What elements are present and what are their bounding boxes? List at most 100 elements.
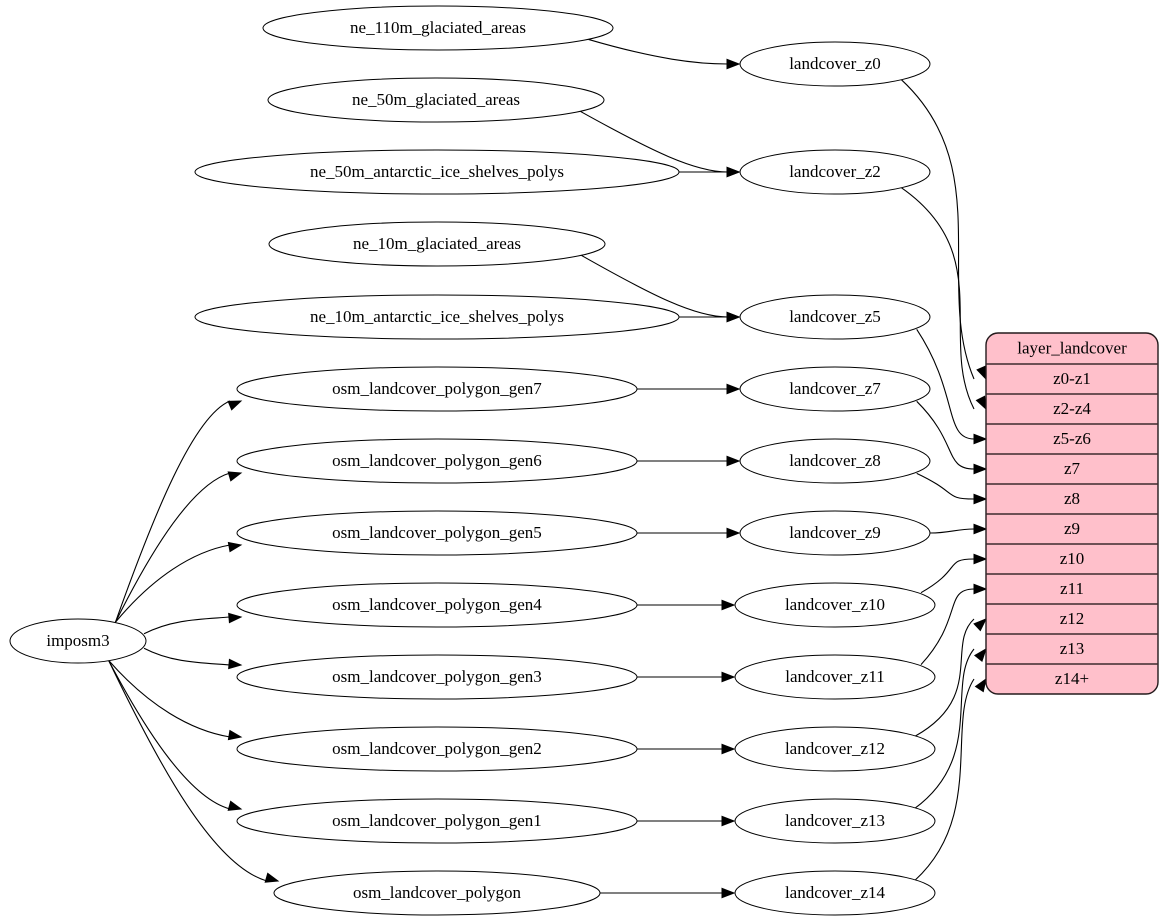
arrowhead-ne_110m_glaciated_areas-to-landcover_z0 <box>726 58 741 70</box>
arrowhead-imposm3-to-osm_landcover_polygon_gen3 <box>228 658 243 670</box>
node-landcover_z5-label: landcover_z5 <box>789 307 881 326</box>
node-ne_50m_antarctic_ice_shelves_polys[interactable]: ne_50m_antarctic_ice_shelves_polys <box>194 149 680 195</box>
node-osm_landcover_polygon_gen3-shape <box>236 654 638 700</box>
edge-landcover_z2-to-table-z2-z4 <box>901 187 975 410</box>
arrowhead-landcover_z8-to-table-z8 <box>973 493 988 505</box>
edge-landcover_z7-to-table-z7 <box>916 400 975 470</box>
node-osm_landcover_polygon_gen5-label: osm_landcover_polygon_gen5 <box>332 523 542 542</box>
table-row-label: z9 <box>1064 519 1080 538</box>
node-landcover_z11-label: landcover_z11 <box>785 667 884 686</box>
node-landcover_z11[interactable]: landcover_z11 <box>734 654 936 700</box>
edge-landcover_z5-to-table-z5-z6 <box>916 329 975 440</box>
edge-landcover_z8-to-table-z8 <box>916 472 975 500</box>
node-osm_landcover_polygon_gen7[interactable]: osm_landcover_polygon_gen7 <box>236 366 638 412</box>
node-ne_10m_antarctic_ice_shelves_polys[interactable]: ne_10m_antarctic_ice_shelves_polys <box>194 294 680 340</box>
node-ne_50m_antarctic_ice_shelves_polys-shape <box>194 149 680 195</box>
node-landcover_z5-shape <box>739 294 931 340</box>
edge-landcover_z14-to-table-z14+ <box>914 678 975 881</box>
arrowhead-landcover_z14-to-table-z14+ <box>974 677 987 693</box>
node-landcover_z9-shape <box>739 510 931 556</box>
node-osm_landcover_polygon_gen6-label: osm_landcover_polygon_gen6 <box>332 451 542 470</box>
node-ne_110m_glaciated_areas-shape <box>262 5 614 51</box>
nodes-layer: imposm3 ne_110m_glaciated_areas ne_50m_gla… <box>9 5 936 916</box>
node-landcover_z0-shape <box>739 41 931 87</box>
edge-landcover_z10-to-table-z10 <box>920 558 975 594</box>
node-ne_50m_glaciated_areas[interactable]: ne_50m_glaciated_areas <box>267 77 605 123</box>
edge-landcover_z12-to-table-z12 <box>914 618 975 737</box>
node-landcover_z2-label: landcover_z2 <box>789 162 881 181</box>
edge-imposm3-to-osm_landcover_polygon_gen6 <box>114 472 231 623</box>
arrowhead-imposm3-to-osm_landcover_polygon_gen5 <box>227 541 243 553</box>
node-osm_landcover_polygon_gen4[interactable]: osm_landcover_polygon_gen4 <box>236 582 638 628</box>
table-row-label: z14+ <box>1055 669 1089 688</box>
table-row-label: z12 <box>1060 609 1085 628</box>
node-landcover_z8-label: landcover_z8 <box>789 451 881 470</box>
node-ne_110m_glaciated_areas[interactable]: ne_110m_glaciated_areas <box>262 5 614 51</box>
node-osm_landcover_polygon_gen7-shape <box>236 366 638 412</box>
edge-landcover_z11-to-table-z11 <box>920 588 975 666</box>
node-osm_landcover_polygon_gen2[interactable]: osm_landcover_polygon_gen2 <box>236 726 638 772</box>
edge-landcover_z0-to-table-z0-z1 <box>901 79 975 380</box>
node-landcover_z8[interactable]: landcover_z8 <box>739 438 931 484</box>
table-row-label: z7 <box>1064 459 1081 478</box>
node-landcover_z7-label: landcover_z7 <box>789 379 881 398</box>
node-landcover_z2[interactable]: landcover_z2 <box>739 149 931 195</box>
node-osm_landcover_polygon_gen1[interactable]: osm_landcover_polygon_gen1 <box>236 798 638 844</box>
arrowhead-osm_landcover_polygon_gen7-to-landcover_z7 <box>726 383 741 395</box>
table-row-label: z2-z4 <box>1053 399 1091 418</box>
node-landcover_z11-shape <box>734 654 936 700</box>
node-landcover_z9[interactable]: landcover_z9 <box>739 510 931 556</box>
table-layer_landcover[interactable]: layer_landcoverz0-z1z2-z4z5-z6z7z8z9z10z… <box>985 332 1159 695</box>
node-osm_landcover_polygon_gen2-label: osm_landcover_polygon_gen2 <box>332 739 542 758</box>
node-osm_landcover_polygon-label: osm_landcover_polygon <box>353 883 522 902</box>
edge-imposm3-to-osm_landcover_polygon <box>108 660 268 882</box>
node-osm_landcover_polygon_gen1-label: osm_landcover_polygon_gen1 <box>332 811 542 830</box>
arrowhead-landcover_z9-to-table-z9 <box>973 523 988 535</box>
table-row-label: z0-z1 <box>1053 369 1091 388</box>
node-ne_10m_glaciated_areas[interactable]: ne_10m_glaciated_areas <box>268 221 606 267</box>
node-landcover_z13[interactable]: landcover_z13 <box>734 798 936 844</box>
arrowhead-landcover_z12-to-table-z12 <box>973 618 988 632</box>
node-osm_landcover_polygon_gen4-label: osm_landcover_polygon_gen4 <box>332 595 542 614</box>
edge-imposm3-to-osm_landcover_polygon_gen2 <box>108 659 231 738</box>
node-ne_110m_glaciated_areas-label: ne_110m_glaciated_areas <box>350 18 526 37</box>
table-row-label: z13 <box>1060 639 1085 658</box>
arrowhead-osm_landcover_polygon-to-landcover_z14 <box>721 887 736 899</box>
node-landcover_z0-label: landcover_z0 <box>789 54 881 73</box>
node-imposm3[interactable]: imposm3 <box>9 618 147 664</box>
node-landcover_z14[interactable]: landcover_z14 <box>734 870 936 916</box>
node-osm_landcover_polygon_gen5[interactable]: osm_landcover_polygon_gen5 <box>236 510 638 556</box>
node-landcover_z12[interactable]: landcover_z12 <box>734 726 936 772</box>
node-landcover_z7[interactable]: landcover_z7 <box>739 366 931 412</box>
node-ne_50m_antarctic_ice_shelves_polys-label: ne_50m_antarctic_ice_shelves_polys <box>310 162 564 181</box>
edges-layer <box>108 38 988 899</box>
arrowhead-landcover_z10-to-table-z10 <box>973 553 988 565</box>
node-ne_10m_glaciated_areas-label: ne_10m_glaciated_areas <box>353 234 521 253</box>
node-landcover_z10-label: landcover_z10 <box>785 595 885 614</box>
node-landcover_z0[interactable]: landcover_z0 <box>739 41 931 87</box>
node-landcover_z8-shape <box>739 438 931 484</box>
arrowhead-imposm3-to-osm_landcover_polygon_gen1 <box>227 800 243 811</box>
node-osm_landcover_polygon-shape <box>273 870 601 916</box>
node-osm_landcover_polygon_gen1-shape <box>236 798 638 844</box>
node-landcover_z10[interactable]: landcover_z10 <box>734 582 936 628</box>
node-osm_landcover_polygon_gen5-shape <box>236 510 638 556</box>
node-imposm3-shape <box>9 618 147 664</box>
edge-ne_10m_glaciated_areas-to-landcover_z5 <box>581 254 729 318</box>
arrowhead-landcover_z0-to-table-z0-z1 <box>976 365 987 381</box>
node-landcover_z5[interactable]: landcover_z5 <box>739 294 931 340</box>
edge-imposm3-to-osm_landcover_polygon_gen5 <box>114 544 231 623</box>
node-osm_landcover_polygon_gen3[interactable]: osm_landcover_polygon_gen3 <box>236 654 638 700</box>
node-osm_landcover_polygon[interactable]: osm_landcover_polygon <box>273 870 601 916</box>
node-ne_10m_antarctic_ice_shelves_polys-shape <box>194 294 680 340</box>
node-landcover_z14-label: landcover_z14 <box>785 883 886 902</box>
arrowhead-imposm3-to-osm_landcover_polygon_gen4 <box>228 612 243 624</box>
node-landcover_z13-shape <box>734 798 936 844</box>
arrowhead-osm_landcover_polygon_gen6-to-landcover_z8 <box>726 455 741 467</box>
table-row-label: z11 <box>1060 579 1084 598</box>
node-osm_landcover_polygon_gen6[interactable]: osm_landcover_polygon_gen6 <box>236 438 638 484</box>
table-title: layer_landcover <box>1017 338 1127 357</box>
arrowhead-imposm3-to-osm_landcover_polygon_gen7 <box>227 400 243 411</box>
